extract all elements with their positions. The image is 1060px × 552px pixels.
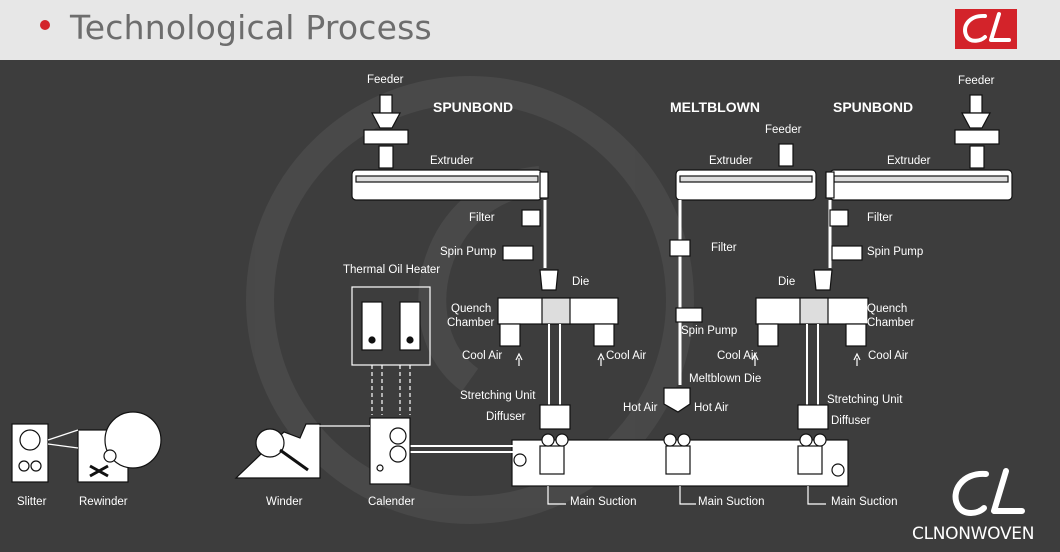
quench-chamber-label: Quench	[867, 303, 908, 315]
hot-air-label: Hot Air	[623, 402, 658, 414]
spin-pump-label: Spin Pump	[867, 246, 924, 258]
die-label: Die	[778, 276, 796, 288]
rewinder-label: Rewinder	[79, 496, 128, 508]
bullet-icon	[40, 20, 50, 30]
extruder-label: Extruder	[430, 155, 474, 167]
section-label-spunbond-left: SPUNBOND	[433, 99, 514, 115]
section-label-spunbond-right: SPUNBOND	[833, 99, 914, 115]
feeder-label: Feeder	[765, 124, 802, 136]
filter-label: Filter	[711, 242, 737, 254]
die-label: Die	[572, 276, 590, 288]
feeder-label: Feeder	[958, 75, 995, 87]
hot-air-label: Hot Air	[694, 402, 729, 414]
filter-label: Filter	[469, 212, 495, 224]
diffuser-label: Diffuser	[831, 415, 871, 427]
quench-chamber-label: Chamber	[447, 317, 495, 329]
main-suction-label: Main Suction	[570, 496, 637, 508]
spin-pump-label: Spin Pump	[681, 325, 738, 337]
meltblown-die-label: Meltblown Die	[689, 373, 762, 385]
stretching-unit-label: Stretching Unit	[460, 390, 536, 402]
cool-air-label: Cool Air	[717, 350, 758, 362]
spin-pump-label: Spin Pump	[440, 246, 497, 258]
filter-label: Filter	[867, 212, 893, 224]
section-label-meltblown: MELTBLOWN	[670, 99, 760, 115]
cl-logo-icon	[955, 9, 1017, 49]
cl-logo-icon	[940, 466, 1030, 524]
feeder-label: Feeder	[367, 74, 404, 86]
cool-air-label: Cool Air	[606, 350, 647, 362]
extruder-label: Extruder	[887, 155, 931, 167]
stretching-unit-label: Stretching Unit	[827, 394, 903, 406]
cool-air-label: Cool Air	[868, 350, 909, 362]
thermal-oil-heater-label: Thermal Oil Heater	[343, 264, 441, 276]
extruder-label: Extruder	[709, 155, 753, 167]
page-title: Technological Process	[70, 8, 432, 47]
diagram-drawing	[11, 76, 1013, 524]
winder-label: Winder	[266, 496, 303, 508]
quench-chamber-label: Chamber	[867, 317, 915, 329]
main-suction-label: Main Suction	[831, 496, 898, 508]
slitter-label: Slitter	[17, 496, 47, 508]
header-bar: Technological Process	[0, 0, 1060, 60]
diffuser-label: Diffuser	[486, 411, 526, 423]
process-diagram: SPUNBOND MELTBLOWN SPUNBOND Feeder Feede…	[0, 60, 1060, 552]
brand-name: CLNONWOVEN	[912, 524, 1035, 544]
calender-label: Calender	[368, 496, 415, 508]
cool-air-label: Cool Air	[462, 350, 503, 362]
main-suction-label: Main Suction	[698, 496, 765, 508]
quench-chamber-label: Quench	[451, 303, 492, 315]
